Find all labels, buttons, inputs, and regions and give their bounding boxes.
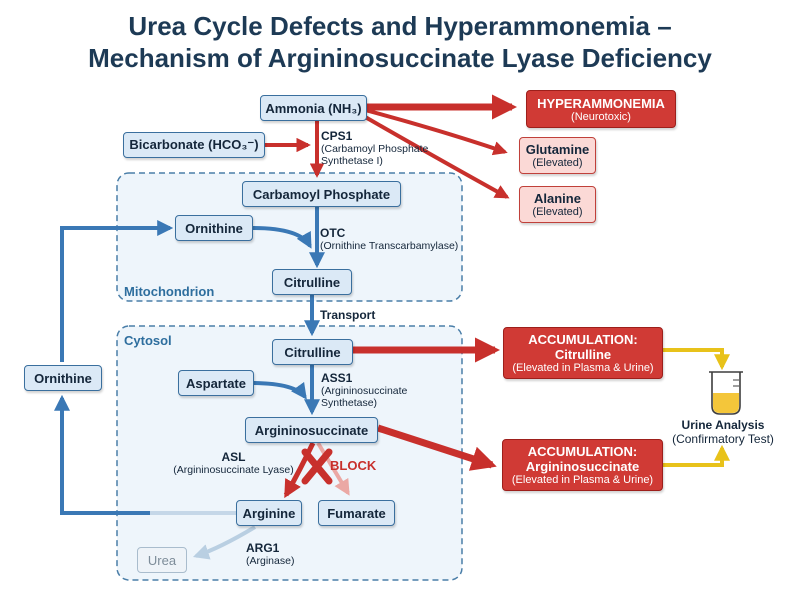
glutamine-sub: (Elevated) <box>532 157 583 169</box>
block-label: BLOCK <box>330 458 377 473</box>
transport-label: Transport <box>320 308 375 322</box>
ass1-full-1: (Argininosuccinate <box>321 385 408 397</box>
arrow-asa-accumulation <box>376 424 497 471</box>
arrow-arginine-urea <box>192 525 257 560</box>
accum-asa-sub: (Elevated in Plasma & Urine) <box>511 474 654 486</box>
arrow-ornithine-loop-up <box>60 220 174 362</box>
block-x-icon <box>301 448 333 485</box>
ornithine-side-node: Ornithine <box>24 365 102 391</box>
arg1-full: (Arginase) <box>246 555 295 567</box>
ass1-abbr: ASS1 <box>321 371 353 385</box>
title-line-1: Urea Cycle Defects and Hyperammonemia – <box>128 11 672 41</box>
alanine-title: Alanine <box>534 191 581 206</box>
arginine-node: Arginine <box>236 500 302 526</box>
asl-full: (Argininosuccinate Lyase) <box>173 464 294 476</box>
accum-citrulline-sub: (Elevated in Plasma & Urine) <box>512 362 654 374</box>
arrow-ammonia-glutamine <box>364 108 508 156</box>
bicarbonate-node: Bicarbonate (HCO₃⁻) <box>123 132 265 158</box>
cps1-full-1: (Carbamoyl Phosphate <box>321 143 429 155</box>
ass1-label: ASS1 (Argininosuccinate Synthetase) <box>321 371 407 409</box>
alanine-node: Alanine (Elevated) <box>519 186 596 223</box>
hyperammonemia-title: HYPERAMMONEMIA <box>537 95 665 111</box>
asl-label: ASL (Argininosuccinate Lyase) <box>166 450 301 476</box>
citrulline-mito-node: Citrulline <box>272 269 352 295</box>
accum-asa-name: Argininosuccinate <box>525 459 640 474</box>
urea-node: Urea <box>137 547 187 573</box>
arrow-ammonia-alanine <box>359 112 510 199</box>
aspartate-node: Aspartate <box>178 370 254 396</box>
glutamine-title: Glutamine <box>525 142 590 157</box>
transport-text: Transport <box>320 308 376 322</box>
beaker-icon <box>709 371 743 415</box>
arrow-ornithine-otc <box>252 226 312 249</box>
glutamine-node: Glutamine (Elevated) <box>519 137 596 174</box>
cytosol-label: Cytosol <box>124 333 172 348</box>
accumulation-asa-node: ACCUMULATION: Argininosuccinate (Elevate… <box>502 439 663 491</box>
asl-abbr: ASL <box>221 450 246 464</box>
cps1-full-2: Synthetase I) <box>321 155 383 167</box>
argininosuccinate-node: Argininosuccinate <box>245 417 378 443</box>
otc-full: (Ornithine Transcarbamylase) <box>320 240 459 252</box>
accum-asa-title: ACCUMULATION: <box>527 444 638 459</box>
hyperammonemia-sub: (Neurotoxic) <box>571 110 631 123</box>
ass1-full-2: Synthetase) <box>321 397 378 409</box>
otc-label: OTC (Ornithine Transcarbamylase) <box>320 226 458 252</box>
arrow-asa-urine <box>663 444 730 467</box>
cps1-abbr: CPS1 <box>321 129 353 143</box>
arg1-abbr: ARG1 <box>246 541 280 555</box>
diagram-title: Urea Cycle Defects and Hyperammonemia – … <box>0 10 800 74</box>
otc-abbr: OTC <box>320 226 346 240</box>
accum-citrulline-title: ACCUMULATION: <box>528 332 638 347</box>
arg1-label: ARG1 (Arginase) <box>246 541 294 567</box>
mitochondrion-label: Mitochondrion <box>124 284 215 299</box>
hyperammonemia-node: HYPERAMMONEMIA (Neurotoxic) <box>526 90 676 128</box>
ammonia-node: Ammonia (NH₃) <box>260 95 367 121</box>
fumarate-node: Fumarate <box>318 500 395 526</box>
urine-title: Urine Analysis <box>681 418 765 432</box>
arrow-citrulline-urine <box>663 348 730 371</box>
citrulline-cyto-node: Citrulline <box>272 339 353 365</box>
alanine-sub: (Elevated) <box>532 206 583 218</box>
title-line-2: Mechanism of Argininosuccinate Lyase Def… <box>88 43 712 73</box>
arrow-asa-fumarate <box>316 441 350 496</box>
ornithine-mito-node: Ornithine <box>175 215 253 241</box>
urine-analysis: Urine Analysis (Confirmatory Test) <box>666 418 780 446</box>
carbamoyl-phosphate-node: Carbamoyl Phosphate <box>242 181 401 207</box>
accum-citrulline-name: Citrulline <box>554 347 612 362</box>
cps1-label: CPS1 (Carbamoyl Phosphate Synthetase I) <box>321 129 428 167</box>
urine-sub: (Confirmatory Test) <box>672 432 774 446</box>
arrow-aspartate-ass1 <box>249 381 307 400</box>
arrow-asa-arginine <box>283 441 316 499</box>
accumulation-citrulline-node: ACCUMULATION: Citrulline (Elevated in Pl… <box>503 327 663 379</box>
